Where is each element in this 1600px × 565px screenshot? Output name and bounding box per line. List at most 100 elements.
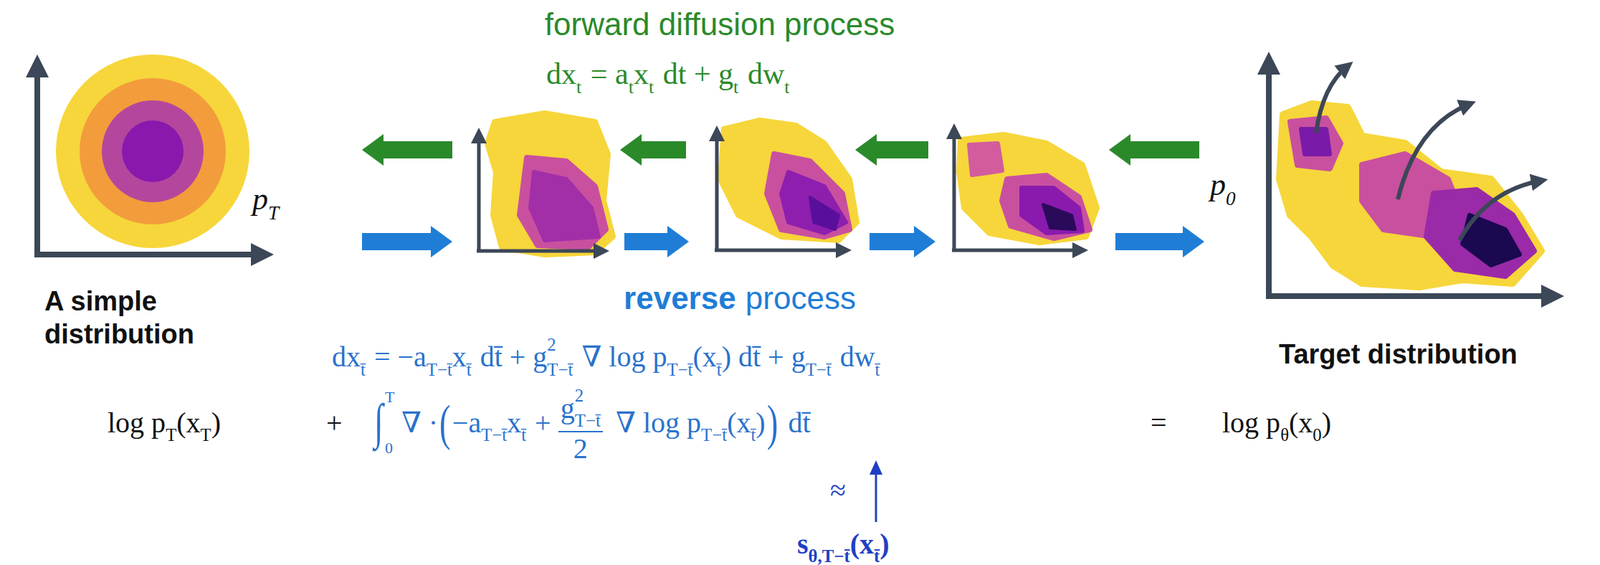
math-script: θ,T−t̄ [808, 546, 851, 565]
likelihood-term: log pθ(x0) [1222, 405, 1332, 446]
distribution-label: p0 [1210, 166, 1236, 211]
target-density-plot [1265, 68, 1272, 297]
math-script: T [384, 387, 395, 406]
target-density-plot [1316, 65, 1348, 133]
math-script: T−t̄ [426, 359, 453, 380]
reverse-equation: dxt̄= −aT−t̄xt̄dt̄ + g2T−t̄∇ log pT−t̄(x… [331, 334, 881, 380]
math-text: ∇ log p [581, 340, 667, 373]
math-text: + [326, 406, 343, 439]
density-plot [835, 242, 852, 259]
operator: = [1150, 405, 1168, 441]
math-script: t [576, 76, 582, 98]
math-script: 0 [384, 438, 393, 457]
math-text: process [745, 280, 856, 316]
density-plot [1072, 242, 1089, 259]
gaussian-plot [34, 251, 255, 258]
math-script: T−t̄ [574, 410, 601, 431]
math-text: (x [850, 527, 874, 560]
math-text: = [1150, 406, 1168, 439]
target-density-plot [1257, 51, 1281, 75]
density-plot [470, 127, 487, 144]
math-text: dt̄ [787, 406, 811, 439]
divergence-integral: ∫T0∇ ·(−aT−t̄xt̄+g2T−t̄2∇ log pT−t̄(xt̄)… [374, 385, 811, 466]
density-plot [519, 157, 606, 248]
math-text: (x [1288, 406, 1313, 439]
math-script: t̄ [716, 359, 722, 380]
math-text: A simple distribution [44, 286, 195, 350]
density-plot [714, 248, 838, 253]
math-text: dx [331, 340, 361, 373]
math-text: dx [546, 57, 577, 91]
target-density-plot [1459, 180, 1542, 241]
math-text: ) [211, 406, 221, 439]
math-script: t̄ [521, 425, 527, 445]
math-text: log p [107, 406, 166, 439]
math-script: t [648, 76, 654, 98]
math-script: g [560, 392, 575, 425]
density-plot [708, 120, 857, 259]
forward-arrow [1108, 134, 1200, 166]
math-script: t̄ [873, 546, 880, 565]
forward-equation: dxt= atxtdt + gtdwt [546, 55, 790, 99]
math-script: t̄ [466, 359, 472, 380]
math-text: ) dt̄ + g [721, 340, 806, 373]
math-script: t̄ [360, 359, 366, 380]
math-script: T−t̄ [701, 425, 727, 445]
math-text: (x [726, 406, 751, 439]
target-density-plot [1301, 129, 1330, 155]
density-plot [530, 172, 599, 241]
math-script: 2 [546, 334, 556, 355]
math-script: T−t̄ [666, 359, 693, 380]
math-text: reverse [623, 280, 737, 316]
math-text: ) [755, 406, 765, 439]
gaussian-plot [25, 54, 274, 266]
math-text: (x [176, 406, 200, 439]
density-plot [477, 139, 482, 251]
target-density-plot [1265, 293, 1545, 299]
target-density-plot [1541, 284, 1565, 308]
math-script: 0 [1312, 425, 1322, 445]
math-script: ) [767, 392, 778, 454]
numerator: g2T−t̄ [558, 385, 603, 433]
math-script: T−t̄ [546, 359, 573, 380]
density-plot [781, 172, 846, 233]
plot-caption: A simple distribution [44, 285, 224, 351]
math-text: s [797, 527, 809, 560]
reverse-arrow [624, 225, 689, 258]
density-plot [470, 113, 613, 259]
math-text: x [506, 406, 522, 439]
math-text: ∇ · [401, 406, 438, 439]
forward-arrow [855, 134, 929, 166]
math-script: ( [439, 392, 451, 454]
math-text: p [1210, 167, 1226, 203]
approximation-arrow [869, 460, 883, 475]
target-density-plot [1397, 103, 1470, 200]
approximation-arrow [875, 470, 878, 522]
math-script: ∫ [374, 391, 384, 451]
approximation-arrow [869, 460, 883, 522]
density-plot [946, 123, 1097, 259]
density-plot [969, 143, 1003, 175]
math-text: + [534, 406, 552, 439]
math-text: −a [452, 406, 482, 439]
process-title: forward diffusion process [544, 5, 895, 44]
density-plot [946, 123, 963, 140]
target-density-plot [1426, 189, 1535, 276]
math-text: Target distribution [1278, 339, 1518, 370]
math-script: 2 [573, 432, 588, 465]
reverse-arrow [1115, 225, 1205, 258]
density-plot [767, 154, 850, 237]
math-text: log p [1222, 406, 1281, 439]
math-text: ) [1321, 406, 1332, 439]
math-text: = −a [374, 340, 427, 373]
math-script: T [268, 202, 279, 224]
denominator: 2 [573, 432, 588, 466]
plot-caption: Target distribution [1278, 338, 1518, 372]
reverse-arrow [362, 225, 453, 258]
math-script: t [733, 76, 739, 98]
density-plot [959, 134, 1097, 243]
gaussian-plot [101, 100, 204, 203]
math-text: ∇ log p [615, 406, 702, 439]
math-script: θ [1280, 425, 1289, 445]
reverse-arrow [362, 225, 1205, 258]
